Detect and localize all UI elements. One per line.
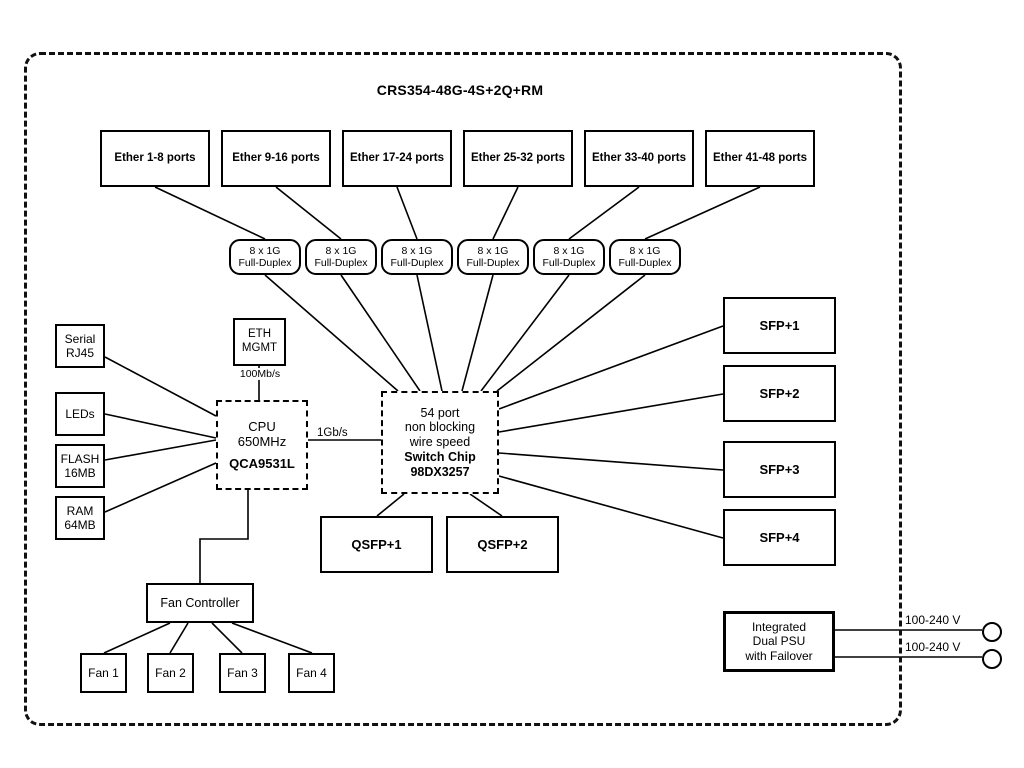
diagram-title: CRS354-48G-4S+2Q+RM [376, 82, 544, 98]
switch-wire-speed: wire speed [409, 435, 471, 450]
qsfp-plus-2[interactable]: QSFP+2 [446, 516, 559, 573]
flash-label-line1: FLASH [60, 451, 100, 466]
sfp-plus-4[interactable]: SFP+4 [723, 509, 836, 566]
ram-block[interactable]: RAM 64MB [55, 496, 105, 540]
fan-label: Fan 2 [155, 665, 186, 680]
duplex-speed: 8 x 1G [401, 244, 433, 257]
duplex-link-1: 8 x 1G Full-Duplex [229, 239, 301, 275]
sfp-plus-3[interactable]: SFP+3 [723, 441, 836, 498]
fan-1[interactable]: Fan 1 [80, 653, 127, 693]
eth-mgmt-label-line2: MGMT [241, 342, 278, 354]
qsfp-label: QSFP+1 [351, 536, 402, 552]
duplex-link-2: 8 x 1G Full-Duplex [305, 239, 377, 275]
sfp-plus-1[interactable]: SFP+1 [723, 297, 836, 354]
duplex-mode: Full-Duplex [618, 257, 672, 269]
ether-group-33-40[interactable]: Ether 33-40 ports [584, 130, 694, 187]
fan-controller-label: Fan Controller [160, 595, 240, 610]
switch-chip-block[interactable]: 54 port non blocking wire speed Switch C… [381, 391, 499, 494]
sfp-label: SFP+2 [759, 385, 800, 401]
cpu-clock: 650MHz [237, 433, 287, 449]
cpu-switch-link-speed-label: 1Gb/s [316, 427, 349, 439]
eth-mgmt-link-speed-label: 100Mb/s [232, 368, 288, 380]
switch-chip-title: Switch Chip [404, 449, 476, 464]
duplex-mode: Full-Duplex [466, 257, 520, 269]
duplex-speed: 8 x 1G [553, 244, 585, 257]
power-inlet-1-icon [982, 622, 1002, 642]
ether-group-label: Ether 9-16 ports [232, 151, 320, 164]
leds-block[interactable]: LEDs [55, 392, 105, 436]
ether-group-1-8[interactable]: Ether 1-8 ports [100, 130, 210, 187]
duplex-link-4: 8 x 1G Full-Duplex [457, 239, 529, 275]
psu-label-line2: Dual PSU [752, 634, 806, 649]
flash-label-line2: 16MB [64, 466, 96, 480]
duplex-mode: Full-Duplex [238, 257, 292, 269]
leds-label: LEDs [65, 406, 95, 421]
switch-non-blocking: non blocking [404, 420, 476, 435]
ether-group-label: Ether 1-8 ports [114, 151, 196, 164]
duplex-link-6: 8 x 1G Full-Duplex [609, 239, 681, 275]
psu-label-line1: Integrated [751, 620, 807, 635]
fan-3[interactable]: Fan 3 [219, 653, 266, 693]
power-supply-block[interactable]: Integrated Dual PSU with Failover [723, 611, 835, 672]
power-inlet-2-icon [982, 649, 1002, 669]
duplex-speed: 8 x 1G [629, 244, 661, 257]
qsfp-plus-1[interactable]: QSFP+1 [320, 516, 433, 573]
psu-input-voltage-1: 100-240 V [903, 613, 963, 627]
psu-label-line3: with Failover [745, 648, 813, 663]
sfp-label: SFP+1 [759, 317, 800, 333]
duplex-speed: 8 x 1G [249, 244, 281, 257]
cpu-model: QCA9531L [229, 456, 295, 472]
serial-label-line2: RJ45 [65, 346, 94, 360]
ether-group-9-16[interactable]: Ether 9-16 ports [221, 130, 331, 187]
psu-input-voltage-2: 100-240 V [903, 640, 963, 654]
duplex-link-3: 8 x 1G Full-Duplex [381, 239, 453, 275]
fan-label: Fan 4 [296, 665, 327, 680]
eth-mgmt-label-line1: ETH [248, 328, 271, 341]
flash-block[interactable]: FLASH 16MB [55, 444, 105, 488]
ether-group-label: Ether 17-24 ports [350, 151, 444, 164]
ether-group-41-48[interactable]: Ether 41-48 ports [705, 130, 815, 187]
sfp-label: SFP+4 [759, 529, 800, 545]
fan-2[interactable]: Fan 2 [147, 653, 194, 693]
ether-group-label: Ether 41-48 ports [713, 151, 807, 164]
fan-label: Fan 3 [227, 665, 258, 680]
serial-label-line1: Serial [64, 331, 96, 346]
ether-group-label: Ether 33-40 ports [592, 151, 686, 164]
switch-chip-model: 98DX3257 [410, 464, 470, 479]
duplex-mode: Full-Duplex [390, 257, 444, 269]
serial-rj45-block[interactable]: Serial RJ45 [55, 324, 105, 368]
fan-label: Fan 1 [88, 665, 119, 680]
switch-port-count: 54 port [420, 405, 460, 420]
sfp-plus-2[interactable]: SFP+2 [723, 365, 836, 422]
eth-mgmt-block[interactable]: ETH MGMT [233, 318, 286, 366]
qsfp-label: QSFP+2 [477, 536, 528, 552]
fan-4[interactable]: Fan 4 [288, 653, 335, 693]
cpu-label: CPU [248, 418, 276, 434]
sfp-label: SFP+3 [759, 461, 800, 477]
cpu-block[interactable]: CPU 650MHz QCA9531L [216, 400, 308, 490]
duplex-speed: 8 x 1G [325, 244, 357, 257]
duplex-link-5: 8 x 1G Full-Duplex [533, 239, 605, 275]
duplex-mode: Full-Duplex [314, 257, 368, 269]
fan-controller-block[interactable]: Fan Controller [146, 583, 254, 623]
ether-group-17-24[interactable]: Ether 17-24 ports [342, 130, 452, 187]
duplex-mode: Full-Duplex [542, 257, 596, 269]
ether-group-25-32[interactable]: Ether 25-32 ports [463, 130, 573, 187]
device-chassis-outline [24, 52, 902, 726]
ram-label-line1: RAM [66, 503, 94, 518]
ether-group-label: Ether 25-32 ports [471, 151, 565, 164]
duplex-speed: 8 x 1G [477, 244, 509, 257]
ram-label-line2: 64MB [64, 518, 96, 532]
